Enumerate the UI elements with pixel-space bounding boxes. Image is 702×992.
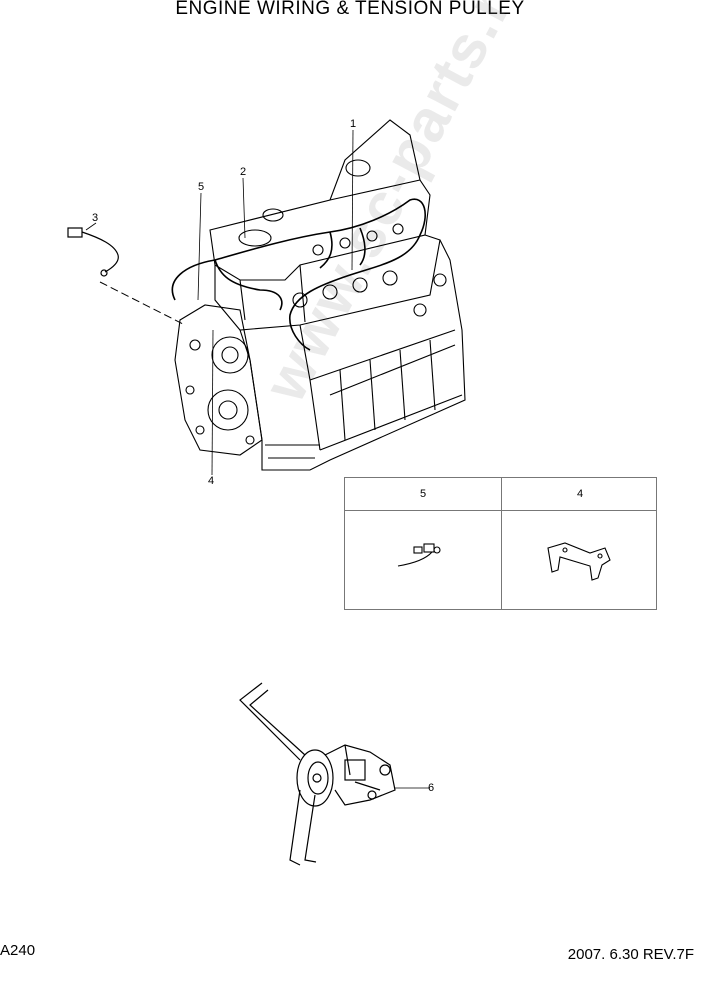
revision-date: 2007. 6.30 REV.7F [567, 946, 694, 963]
wiring-harness [171, 198, 426, 351]
detail-header-4: 4 [576, 488, 584, 500]
sensor-cable [67, 227, 119, 277]
tension-pulley [239, 682, 396, 866]
callout-6: 6 [428, 782, 435, 794]
detail-table-divider [501, 478, 502, 609]
detail-table: 5 4 [344, 477, 657, 610]
callout-1: 1 [350, 118, 357, 130]
engine-block [174, 119, 466, 471]
detail-table-header [345, 478, 656, 511]
detail-part-4 [547, 542, 611, 581]
page-title: ENGINE WIRING & TENSION PULLEY [175, 0, 525, 19]
dashed-leader [99, 281, 186, 326]
leader-lines [85, 129, 430, 789]
callout-4: 4 [208, 475, 215, 487]
callout-3: 3 [92, 212, 99, 224]
detail-part-5 [397, 543, 441, 567]
page-code: A240 [0, 942, 36, 959]
detail-header-5: 5 [419, 488, 427, 500]
callout-5: 5 [198, 181, 205, 193]
callout-2: 2 [240, 166, 247, 178]
